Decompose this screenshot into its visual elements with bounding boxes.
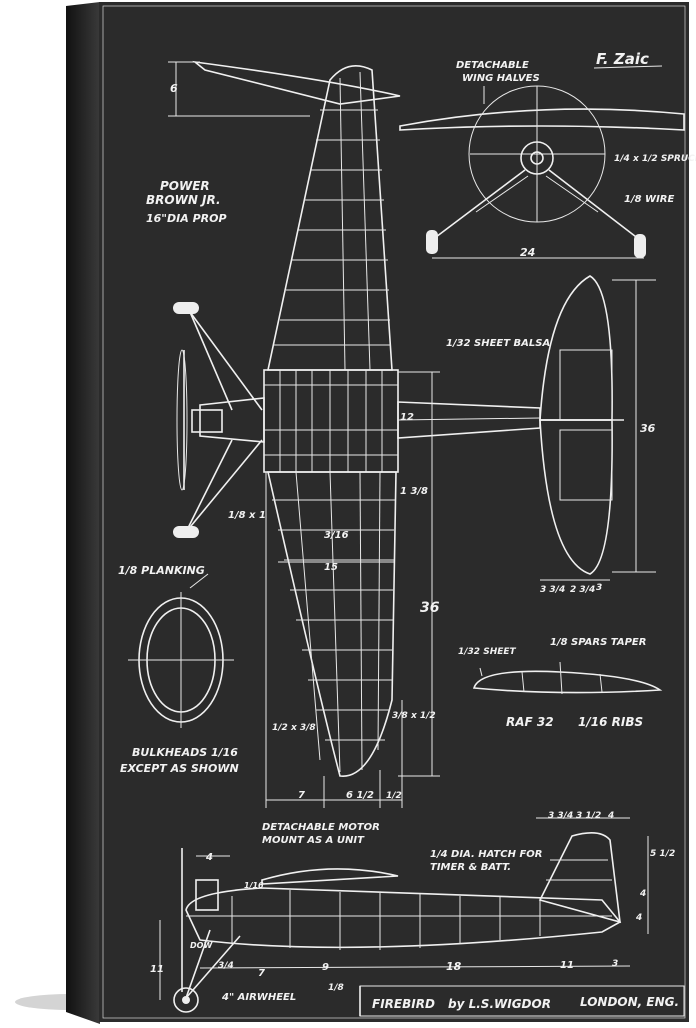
label-spruce: 1/4 x 1/2 SPRUCE — [614, 154, 696, 164]
top-view — [168, 60, 656, 808]
label-dim-1-8-low: 1/8 — [328, 983, 344, 993]
label-dim-half-x-3-8: 1/2 x 3/8 — [272, 723, 316, 733]
label-raf: RAF 32 — [506, 715, 554, 729]
label-dim-3-4-low: 3/4 — [218, 961, 234, 971]
board-border — [102, 5, 686, 1019]
label-spars: 1/8 SPARS TAPER — [550, 637, 646, 648]
label-dim-4-side: 4 — [639, 889, 646, 899]
label-hatch-2: TIMER & BATT. — [430, 862, 511, 873]
label-wire: 1/8 WIRE — [624, 194, 675, 205]
label-bulkheads-2: EXCEPT AS SHOWN — [120, 762, 239, 775]
annotations: DETACHABLE WING HALVES POWER BROWN JR. 1… — [118, 60, 696, 1011]
label-wing-halves-2: WING HALVES — [462, 73, 540, 84]
label-dim-3-tail: 3 — [596, 583, 602, 593]
label-dim-7-low: 7 — [258, 968, 265, 979]
label-hatch-1: 1/4 DIA. HATCH FOR — [430, 849, 542, 860]
label-dim-18: 18 — [446, 960, 462, 973]
label-motor-mount-2: MOUNT AS A UNIT — [262, 835, 365, 846]
label-dim-1-3-8: 1 3/8 — [400, 486, 428, 497]
label-dim-3-half: 3 1/2 — [576, 811, 601, 821]
airfoil-section — [472, 661, 663, 695]
label-dim-half: 1/2 — [386, 791, 402, 801]
label-wing-halves-1: DETACHABLE — [456, 60, 529, 71]
label-dim-9: 9 — [322, 962, 329, 973]
label-ribs: 1/16 RIBS — [578, 715, 643, 729]
title-name: FIREBIRD — [372, 997, 435, 1011]
label-dim-2-3-4: 2 3/4 — [570, 585, 595, 595]
label-dim-3-8-x-half: 3/8 x 1/2 — [392, 711, 436, 721]
label-dim-4-right: 4 — [607, 811, 614, 821]
front-view — [399, 85, 685, 259]
label-sheet-1-32: 1/32 SHEET — [458, 647, 517, 657]
label-power: POWER — [160, 179, 210, 193]
label-dim-11-side: 11 — [150, 964, 164, 975]
signature: F. Zaic — [596, 50, 649, 68]
side-view — [159, 817, 649, 1013]
label-dim-1-8-x1: 1/8 x 1 — [228, 510, 266, 521]
label-power-prop: 16"DIA PROP — [146, 212, 227, 225]
label-dim-3-16: 3/16 — [324, 530, 349, 541]
label-dim-36-center: 36 — [420, 600, 440, 616]
canvas-side-edge — [66, 2, 100, 1024]
label-dim-36-right: 36 — [640, 422, 656, 435]
label-bulkheads-1: BULKHEADS 1/16 — [132, 746, 238, 759]
blueprint-board — [99, 2, 689, 1022]
title-place: LONDON, ENG. — [580, 995, 679, 1009]
label-dim-3-3-4-tail: 3 3/4 — [540, 585, 565, 595]
label-dim-top-4: 4 — [205, 852, 213, 863]
label-power-engine: BROWN JR. — [146, 193, 221, 207]
label-dim-12: 12 — [400, 412, 414, 423]
label-dim-24: 24 — [520, 246, 535, 259]
label-airwheel: 4" AIRWHEEL — [221, 992, 296, 1003]
label-motor-mount-1: DETACHABLE MOTOR — [262, 822, 380, 833]
label-dim-6-half: 6 1/2 — [346, 790, 374, 801]
label-dim-6: 6 — [170, 82, 178, 95]
label-dim-3-low: 3 — [612, 959, 618, 969]
label-dim-7-top: 7 — [298, 790, 305, 801]
label-dim-15: 15 — [324, 562, 338, 573]
label-sheet-balsa: 1/32 SHEET BALSA — [446, 338, 550, 349]
fuselage-section — [128, 573, 234, 728]
label-planking: 1/8 PLANKING — [118, 564, 205, 577]
label-dowel: DOW — [190, 941, 213, 950]
title-author: by L.S.WIGDOR — [448, 997, 551, 1011]
label-dim-1-16: 1/16 — [244, 881, 264, 890]
label-dim-11-low: 11 — [560, 960, 574, 971]
label-dim-5-half: 5 1/2 — [650, 849, 675, 859]
label-dim-4-low: 4 — [635, 913, 642, 923]
label-dim-3-3-4-side: 3 3/4 — [548, 811, 573, 821]
